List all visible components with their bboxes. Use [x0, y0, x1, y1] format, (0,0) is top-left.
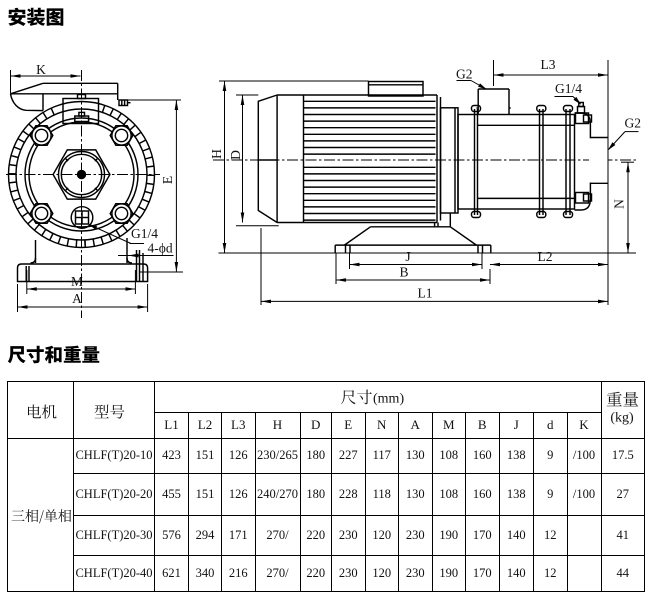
- svg-text:4-ϕd: 4-ϕd: [148, 241, 173, 256]
- svg-text:G2: G2: [456, 67, 473, 82]
- svg-text:K: K: [36, 62, 46, 77]
- svg-text:J: J: [405, 249, 410, 264]
- svg-text:(mm): (mm): [373, 392, 404, 407]
- svg-text:L2: L2: [538, 249, 553, 264]
- svg-text:E: E: [160, 176, 175, 184]
- svg-text:G1/4: G1/4: [555, 81, 582, 96]
- svg-text:L3: L3: [541, 57, 556, 72]
- svg-text:(kg): (kg): [610, 411, 634, 426]
- svg-text:A: A: [72, 291, 82, 306]
- svg-text:B: B: [399, 265, 408, 280]
- svg-text:H: H: [209, 149, 224, 159]
- svg-text:M: M: [71, 274, 83, 289]
- svg-text:G1/4: G1/4: [131, 226, 158, 241]
- svg-text:N: N: [612, 199, 627, 209]
- svg-text:L1: L1: [418, 286, 433, 301]
- svg-text:D: D: [228, 150, 243, 160]
- svg-text:G2: G2: [625, 116, 642, 131]
